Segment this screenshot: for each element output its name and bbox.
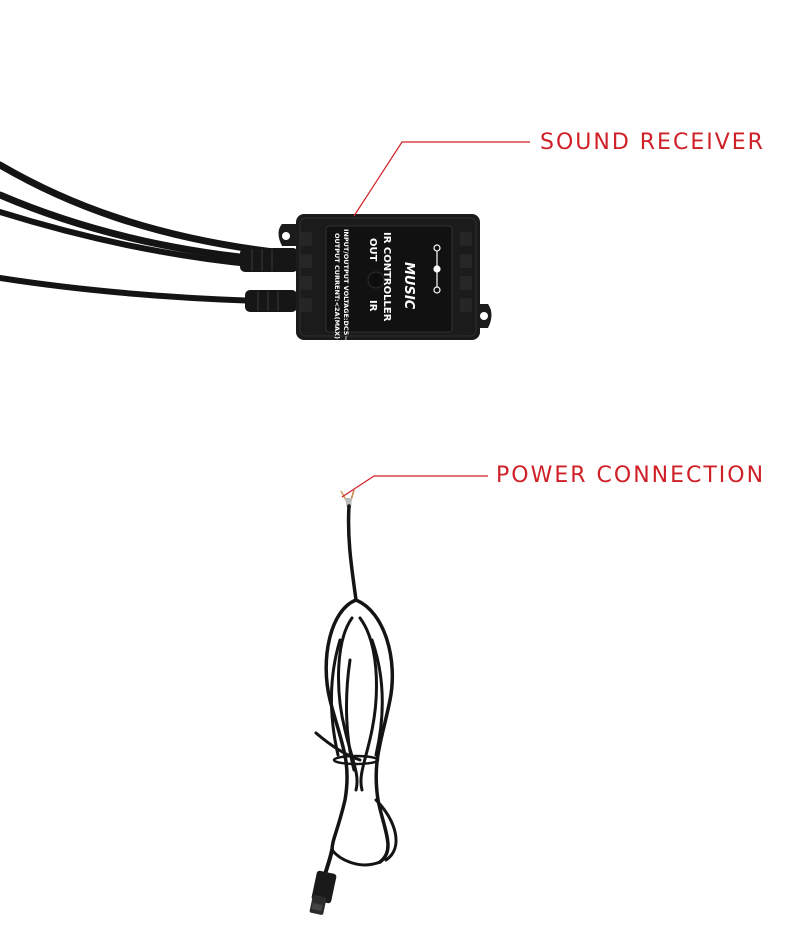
current-text: OUTPUT CURRENT:<2A(MAX) xyxy=(333,233,341,339)
title-text: IR CONTROLLER xyxy=(381,232,392,322)
power-connection-leader xyxy=(341,475,488,498)
switch-icon xyxy=(433,244,441,294)
ir-sensor xyxy=(367,271,385,289)
voltage-text: INPUT/OUTPUT VOLTAGE:DC5~12V xyxy=(342,229,350,355)
ir-controller-box: INPUT/OUTPUT VOLTAGE:DC5~12V OUTPUT CURR… xyxy=(278,214,492,355)
power-connection-callout: POWER CONNECTION xyxy=(496,463,766,488)
out-text: OUT xyxy=(367,238,378,262)
sound-receiver-leader xyxy=(353,141,530,217)
sound-receiver-callout: SOUND RECEIVER xyxy=(540,130,765,155)
power-cable xyxy=(309,489,398,915)
ir-text: IR xyxy=(367,300,378,312)
brand-text: MUSIC xyxy=(401,262,416,310)
controller-cables xyxy=(0,161,304,312)
